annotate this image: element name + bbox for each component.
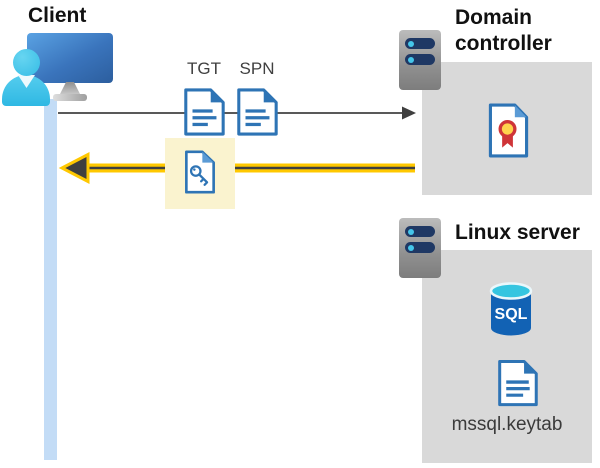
- certificate-icon: [488, 103, 529, 158]
- linux-server-label: Linux server: [455, 221, 580, 244]
- spn-document-icon: [237, 88, 278, 136]
- client-label: Client: [28, 4, 87, 27]
- user-head: [13, 49, 40, 76]
- sql-database-icon: SQL: [489, 282, 533, 336]
- keytab-label: mssql.keytab: [451, 414, 563, 435]
- key-document-icon: [185, 150, 215, 194]
- domain-controller-label: Domain controller: [455, 6, 552, 55]
- response-arrow: [58, 152, 415, 184]
- keytab-document-icon: [498, 359, 538, 407]
- monitor-stand: [59, 82, 81, 96]
- monitor-icon: [27, 33, 113, 83]
- client-lifeline: [44, 99, 57, 460]
- linux-server-server-icon: [399, 218, 441, 278]
- sql-label: SQL: [495, 306, 528, 323]
- domain-controller-server-icon: [399, 30, 441, 90]
- tgt-document-icon: [184, 88, 225, 136]
- request-arrow: [58, 106, 416, 120]
- tgt-label: TGT: [187, 59, 221, 78]
- spn-label: SPN: [239, 59, 275, 78]
- monitor-base: [53, 94, 87, 101]
